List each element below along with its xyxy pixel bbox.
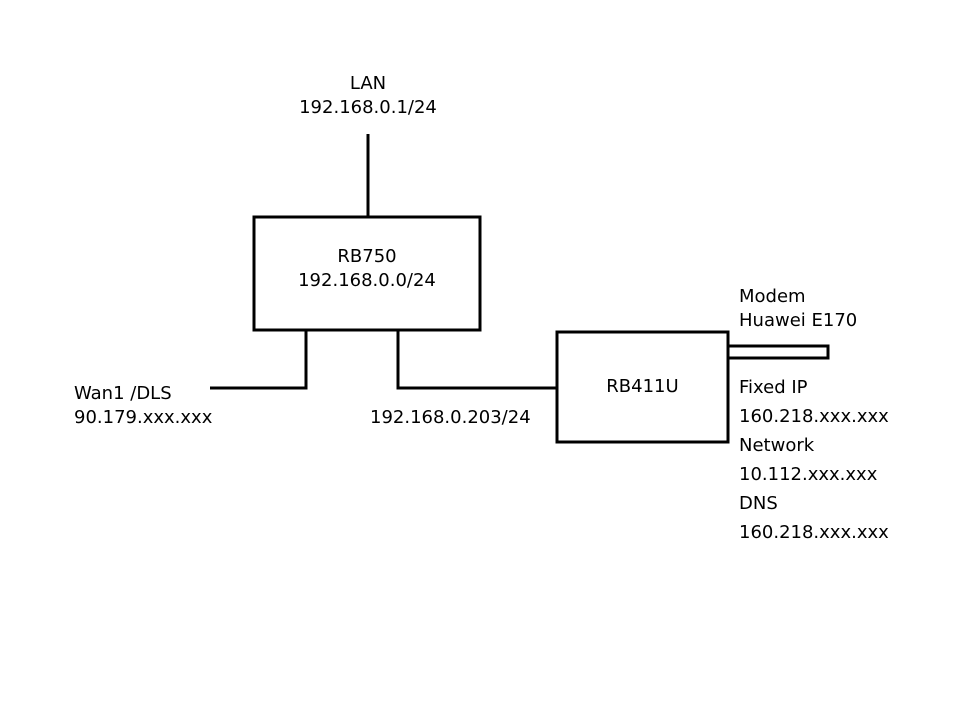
modem-stick (726, 344, 830, 360)
network-value: 10.112.xxx.xxx (739, 464, 878, 485)
wan-label: Wan1 /DLS 90.179.xxx.xxx (74, 382, 212, 430)
dns-label: DNS (739, 493, 778, 514)
rb411u-details: Fixed IP 160.218.xxx.xxx Network 10.112.… (739, 373, 889, 547)
modem-title: Modem (739, 286, 806, 307)
rb750-address: 192.168.0.0/24 (298, 270, 436, 291)
lan-address: 192.168.0.1/24 (299, 97, 437, 118)
modem-label: Modem Huawei E170 (739, 285, 857, 333)
fixed-ip-label: Fixed IP (739, 377, 808, 398)
rb411u-name: RB411U (606, 376, 679, 397)
wan-link-line (210, 330, 308, 390)
network-label: Network (739, 435, 815, 456)
lan-title: LAN (349, 73, 387, 94)
rb411u-box (555, 330, 730, 444)
wan-title: Wan1 /DLS (74, 383, 172, 404)
rb750-name: RB750 (337, 246, 397, 267)
lan-label: LAN 192.168.0.1/24 (268, 72, 468, 120)
dns-value: 160.218.xxx.xxx (739, 522, 889, 543)
wan-address: 90.179.xxx.xxx (74, 407, 213, 428)
fixed-ip-value: 160.218.xxx.xxx (739, 406, 889, 427)
rb750-label: RB750 192.168.0.0/24 (254, 245, 480, 293)
rb750-rb411u-link-line (396, 330, 557, 390)
rb750-box (252, 215, 482, 332)
modem-model: Huawei E170 (739, 310, 858, 331)
link-address-label: 192.168.0.203/24 (370, 407, 531, 428)
